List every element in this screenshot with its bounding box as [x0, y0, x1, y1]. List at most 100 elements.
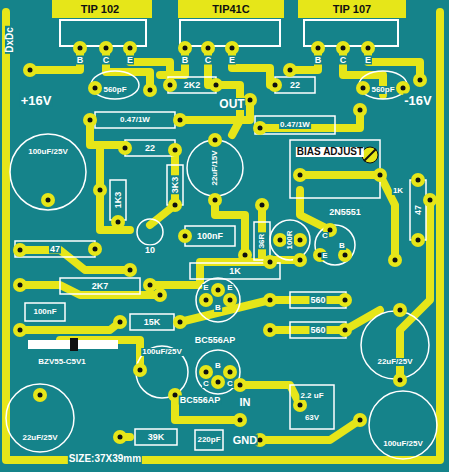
solder-pad: [111, 215, 125, 229]
silkscreen-label: TIP41C: [211, 4, 250, 15]
solder-pad: [173, 113, 187, 127]
silkscreen-label: 100nF: [32, 308, 57, 316]
solder-pad: [338, 323, 352, 337]
silkscreen-label: GND: [232, 435, 258, 446]
silkscreen-label: 2N5551: [328, 208, 362, 217]
silkscreen-label: C: [321, 232, 329, 240]
solder-pad: [338, 293, 352, 307]
silkscreen-label: 220pF: [196, 436, 221, 444]
solder-pad: [118, 141, 132, 155]
silkscreen-label: E: [228, 56, 236, 65]
solder-pad: [88, 242, 102, 256]
solder-pad: [83, 113, 97, 127]
silkscreen-label: 22uF/15V: [211, 149, 219, 186]
solder-pad: [73, 41, 87, 55]
solder-pad: [353, 413, 367, 427]
silkscreen-label: 1K: [392, 187, 404, 195]
silkscreen-label: 63V: [304, 414, 320, 422]
solder-pad: [388, 253, 402, 267]
silkscreen-label: 100uF/25V: [27, 148, 69, 156]
solder-pad: [253, 121, 267, 135]
solder-pad: [238, 248, 252, 262]
silkscreen-label: 47: [414, 204, 423, 216]
silkscreen-label: 10: [144, 246, 156, 255]
silkscreen-label: 47: [49, 245, 61, 254]
silkscreen-label: 100uF/25V: [382, 440, 424, 448]
silkscreen-label: 2.2 uF: [299, 392, 324, 400]
silkscreen-label: C: [226, 380, 234, 388]
solder-pad: [263, 255, 277, 269]
trimmer: [362, 147, 378, 163]
solder-pad: [153, 288, 167, 302]
solder-pad: [263, 323, 277, 337]
solder-pad: [233, 413, 247, 427]
silkscreen-label: 560: [309, 326, 326, 335]
silkscreen-label: C: [339, 56, 348, 65]
solder-pad: [33, 388, 47, 402]
silkscreen-label: B: [314, 56, 323, 65]
silkscreen-label: IN: [239, 397, 252, 408]
solder-pad: [123, 263, 137, 277]
solder-pad: [163, 78, 177, 92]
solder-pad: [123, 41, 137, 55]
silkscreen-label: 36R: [258, 233, 266, 250]
solder-pad: [143, 278, 157, 292]
silkscreen-label: 22uF/25V: [376, 358, 413, 366]
solder-pad: [23, 63, 37, 77]
transistor-tabs: [52, 0, 406, 18]
silkscreen-label: 3K3: [171, 176, 180, 195]
silkscreen-label: C: [204, 56, 213, 65]
solder-pad: [211, 283, 225, 297]
solder-pad: [353, 103, 367, 117]
silkscreen-label: B: [181, 56, 190, 65]
copper-traces: [6, 12, 440, 460]
solder-pad: [223, 293, 237, 307]
solder-pad: [273, 233, 287, 247]
silkscreen-label: 100uF/25V: [141, 348, 183, 356]
silkscreen-label: 2K2: [183, 81, 202, 90]
solder-pad: [293, 398, 307, 412]
solder-pad: [13, 323, 27, 337]
silkscreen-label: B: [338, 242, 346, 250]
silkscreen-label: E: [126, 56, 134, 65]
solder-pad: [201, 41, 215, 55]
solder-pad: [209, 78, 223, 92]
solder-pad: [178, 229, 192, 243]
solder-pad: [13, 243, 27, 257]
solder-pad: [336, 41, 350, 55]
silkscreen-label: E: [321, 252, 328, 260]
solder-pad: [113, 430, 127, 444]
solder-pad: [225, 41, 239, 55]
silkscreen-label: -16V: [403, 94, 432, 107]
solder-pad: [208, 193, 222, 207]
silkscreen-label: 2K7: [91, 282, 110, 291]
solder-pad: [255, 198, 269, 212]
solder-pad: [173, 315, 187, 329]
silkscreen: [6, 71, 437, 459]
silkscreen-label: 22: [289, 81, 301, 90]
solder-pad: [393, 303, 407, 317]
solder-pad: [133, 363, 147, 377]
solder-pad: [211, 375, 225, 389]
silkscreen-label: 0.47/1W: [279, 121, 311, 129]
solder-pad: [168, 198, 182, 212]
solder-pad: [13, 278, 27, 292]
silkscreen-label: 0.47/1W: [119, 116, 151, 124]
solder-pad: [199, 365, 213, 379]
silkscreen-label: C: [102, 56, 111, 65]
silkscreen-label: 560pF: [102, 86, 127, 94]
solder-pad: [423, 193, 437, 207]
diode-band: [70, 338, 78, 351]
silkscreen-label: E: [202, 284, 209, 292]
solder-pad: [208, 133, 222, 147]
silkscreen-label: BC556AP: [179, 396, 222, 405]
silkscreen-label: OUT: [218, 98, 245, 110]
silkscreen-label: TIP 107: [332, 4, 372, 15]
solder-pad: [283, 63, 297, 77]
silkscreen-label: E: [364, 56, 372, 65]
solder-pad: [393, 373, 407, 387]
solder-pad: [168, 143, 182, 157]
silkscreen-label: 1K: [228, 267, 242, 276]
